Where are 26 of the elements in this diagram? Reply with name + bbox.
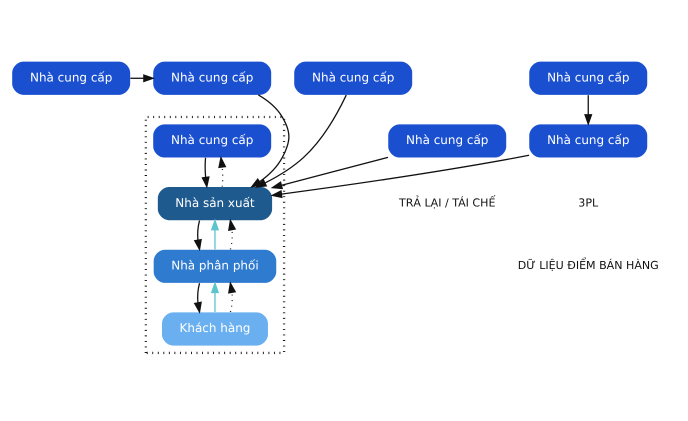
arrow [254,94,347,188]
arrow [270,156,388,189]
arrow [130,74,156,82]
node-box: Nhà sản xuất [158,186,272,220]
arrow [270,154,530,198]
arrow [201,157,210,188]
node-box: Nhà cung cấp [153,124,272,158]
arrow [218,155,226,186]
node-box: Nhà cung cấp [294,61,412,94]
arrow [210,280,220,312]
label: DỮ LIỆU ĐIỂM BÁN HÀNG [518,258,659,272]
node-box: Nhà cung cấp [153,61,272,94]
arrow [194,220,202,251]
node-box: Nhà cung cấp [12,61,130,94]
arrow [584,94,592,126]
label: 3PL [578,196,598,209]
arrow [194,282,202,314]
arrow [210,218,220,249]
node-box: Nhà cung cấp [388,124,506,158]
arrow [228,218,236,249]
node-box: Nhà phân phối [154,249,276,282]
node-box: Khách hàng [162,312,268,346]
arrow [228,280,236,312]
node-box: Nhà cung cấp [529,124,648,158]
node-box: Nhà cung cấp [529,61,648,94]
label: TRẢ LẠI / TÁI CHẾ [399,196,496,209]
